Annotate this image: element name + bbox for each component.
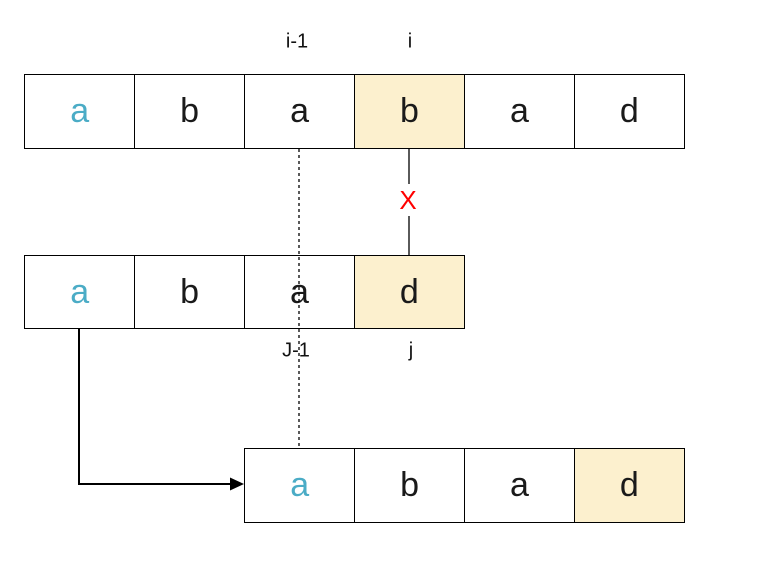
- shift-arrow: [78, 329, 231, 485]
- cell-middle-0: a: [24, 255, 136, 329]
- label-j-minus-1: J-1: [282, 339, 310, 362]
- cell-top-5: d: [573, 74, 686, 149]
- cell-bottom-3: d: [573, 448, 685, 523]
- label-j: j: [408, 339, 414, 362]
- cell-middle-1: b: [133, 255, 246, 329]
- cell-middle-2: a: [243, 255, 356, 329]
- cell-top-3: b: [353, 74, 466, 149]
- cell-top-2: a: [243, 74, 356, 149]
- cell-top-4: a: [463, 74, 576, 149]
- cell-top-1: b: [133, 74, 246, 149]
- cell-bottom-1: b: [353, 448, 466, 523]
- label-i: i: [407, 30, 413, 53]
- cell-bottom-0: a: [244, 448, 356, 523]
- cell-bottom-2: a: [463, 448, 576, 523]
- shift-arrowhead: [230, 477, 244, 491]
- cell-middle-3: d: [353, 255, 465, 329]
- cell-top-0: a: [24, 74, 136, 149]
- label-i-minus-1: i-1: [285, 30, 309, 53]
- mismatch-x-marker: X: [399, 185, 417, 215]
